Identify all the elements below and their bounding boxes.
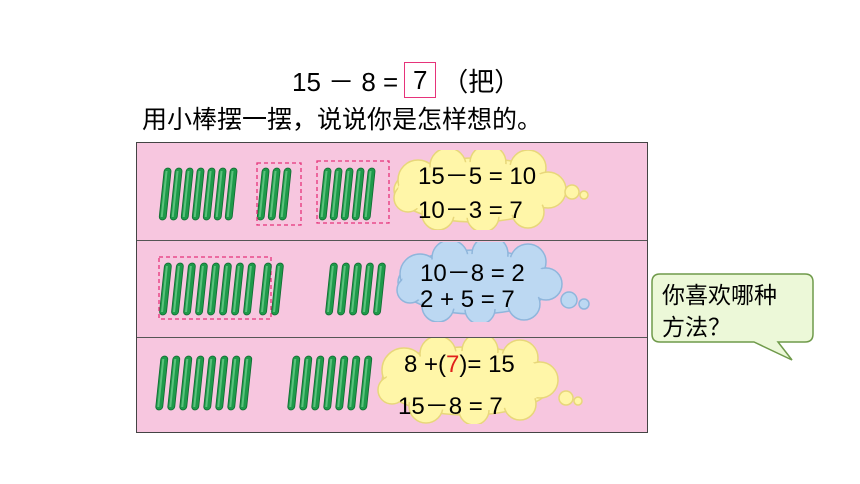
stick-highlight [325,359,333,407]
stick-highlight [217,359,225,407]
stick-highlight [361,359,369,407]
stick-highlight [241,359,249,407]
question-text: 用小棒摆一摆，说说你是怎样想的。 [142,105,543,134]
stick-highlight [327,266,334,312]
stick-highlight [375,266,382,312]
thought-cloud-3 [377,338,583,424]
stick-highlight [353,171,361,217]
stick-highlight [221,266,228,312]
stick-highlight [349,359,357,407]
stick-highlight [185,266,192,312]
stick-highlight [258,171,266,217]
stick-highlight [169,359,177,407]
method-3-line-1-post: )= 15 [459,351,515,378]
equation-left: 15 － 8 = [292,66,399,97]
stick-highlight [269,171,277,217]
stick-highlight [215,171,223,217]
speech-line-2: 方法？ [662,315,731,341]
thought-cloud-1 [393,150,589,230]
stick-highlight [313,359,321,407]
sticks-row-3 [155,355,373,411]
stick-highlight [342,171,350,217]
grouping-box [158,256,272,320]
stick-highlight [245,266,252,312]
stick-highlight [233,266,240,312]
equation-unit: （把） [442,66,521,97]
stick-highlight [157,359,165,407]
answer-box[interactable]: 7 [404,62,437,98]
stick-highlight [161,266,168,312]
stick-highlight [331,171,339,217]
method-1-line-2: 10－3 = 7 [418,197,523,224]
speech-bubble-text: 你喜欢哪种 方法？ [662,280,812,344]
stick-highlight [193,359,201,407]
method-2-line-1: 10－8 = 2 [420,260,525,287]
stick-highlight [205,359,213,407]
stick-highlight [301,359,309,407]
top-equation: 15 － 8 = 7 （把） [292,60,520,100]
stick-highlight [289,359,297,407]
stick-highlight [182,171,190,217]
method-3-line-1-pre: 8 +( [404,351,447,378]
stick-highlight [273,266,280,312]
method-3-line-2: 15－8 = 7 [398,393,503,420]
stick-highlight [351,266,358,312]
stick-highlight [337,359,345,407]
stick-highlight [193,171,201,217]
grouping-box [316,160,390,224]
method-row-2 [137,241,647,338]
stick-highlight [204,171,212,217]
stick-highlight [339,266,346,312]
thought-cloud-2 [396,242,590,322]
method-1-line-1: 15－5 = 10 [418,163,537,190]
method-3-line-1: 8 +(7)= 15 [404,351,515,379]
stick-highlight [181,359,189,407]
grouping-box [256,162,302,226]
stick-highlight [171,171,179,217]
stick-highlight [320,171,328,217]
sticks-row-2 [158,256,386,320]
method-3-answer: 7 [446,351,460,378]
method-2-line-2: 2 + 5 = 7 [420,286,515,313]
sticks-row-1 [158,160,390,226]
stick-highlight [197,266,204,312]
stick-highlight [209,266,216,312]
speech-line-1: 你喜欢哪种 [662,283,777,309]
stick-highlight [173,266,180,312]
stick-highlight [229,359,237,407]
stick-highlight [364,171,372,217]
speech-bubble [651,273,814,361]
stick-highlight [261,266,268,312]
stick-highlight [363,266,370,312]
stick-highlight [160,171,168,217]
stick-highlight [226,171,234,217]
stick-highlight [280,171,288,217]
